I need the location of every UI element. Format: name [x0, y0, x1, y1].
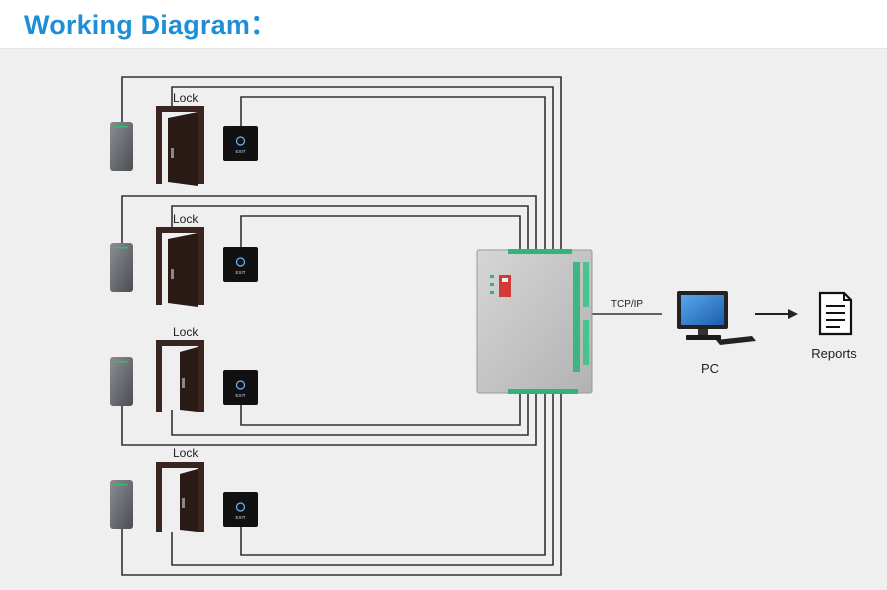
wire-door2-lock	[171, 205, 529, 262]
lock-label: Lock	[173, 325, 199, 339]
wire-door3-lock	[171, 380, 529, 436]
header-bar: Working Diagram：	[0, 0, 887, 49]
pc-icon	[677, 291, 756, 345]
door-lock-icon	[156, 340, 204, 412]
door-lock-icon	[156, 106, 204, 186]
wire-door3-reader	[121, 380, 537, 446]
wire-door2-exit	[240, 215, 521, 262]
wire-door4-exit	[240, 380, 546, 556]
lock-label: Lock	[173, 446, 199, 460]
reports-label: Reports	[811, 346, 857, 361]
door-lock-icon	[156, 462, 204, 532]
pc-label: PC	[701, 361, 719, 376]
door-unit-1: Lock EXIT	[110, 91, 258, 186]
door-lock-icon	[156, 227, 204, 307]
exit-button-icon: EXIT	[223, 247, 258, 282]
door-unit-2: Lock EXIT	[110, 212, 258, 307]
wire-door1-exit	[240, 96, 546, 262]
wire-door1-reader	[121, 76, 562, 262]
door-unit-4: Lock EXIT	[110, 446, 258, 532]
wire-door4-reader	[121, 380, 562, 576]
lock-label: Lock	[173, 91, 199, 105]
exit-label: EXIT	[235, 149, 245, 154]
card-reader-icon	[110, 357, 133, 406]
exit-button-icon: EXIT	[223, 126, 258, 161]
exit-label: EXIT	[235, 270, 245, 275]
wire-door3-exit	[240, 380, 521, 426]
lock-label: Lock	[173, 212, 199, 226]
card-reader-icon	[110, 480, 133, 529]
exit-label: EXIT	[235, 393, 245, 398]
wire-door1-lock	[171, 86, 554, 262]
door-unit-3: Lock EXIT	[110, 325, 258, 412]
tcpip-label: TCP/IP	[611, 299, 644, 310]
page-title: Working Diagram：	[24, 10, 278, 40]
wiring	[121, 76, 662, 576]
exit-button-icon: EXIT	[223, 492, 258, 527]
exit-button-icon: EXIT	[223, 370, 258, 405]
card-reader-icon	[110, 122, 133, 171]
report-document-icon	[818, 291, 853, 336]
arrow-right-icon	[755, 309, 798, 319]
card-reader-icon	[110, 243, 133, 292]
wire-door4-lock	[171, 380, 554, 566]
wire-door2-reader	[121, 195, 537, 262]
access-controller-panel	[476, 249, 593, 394]
exit-label: EXIT	[235, 515, 245, 520]
